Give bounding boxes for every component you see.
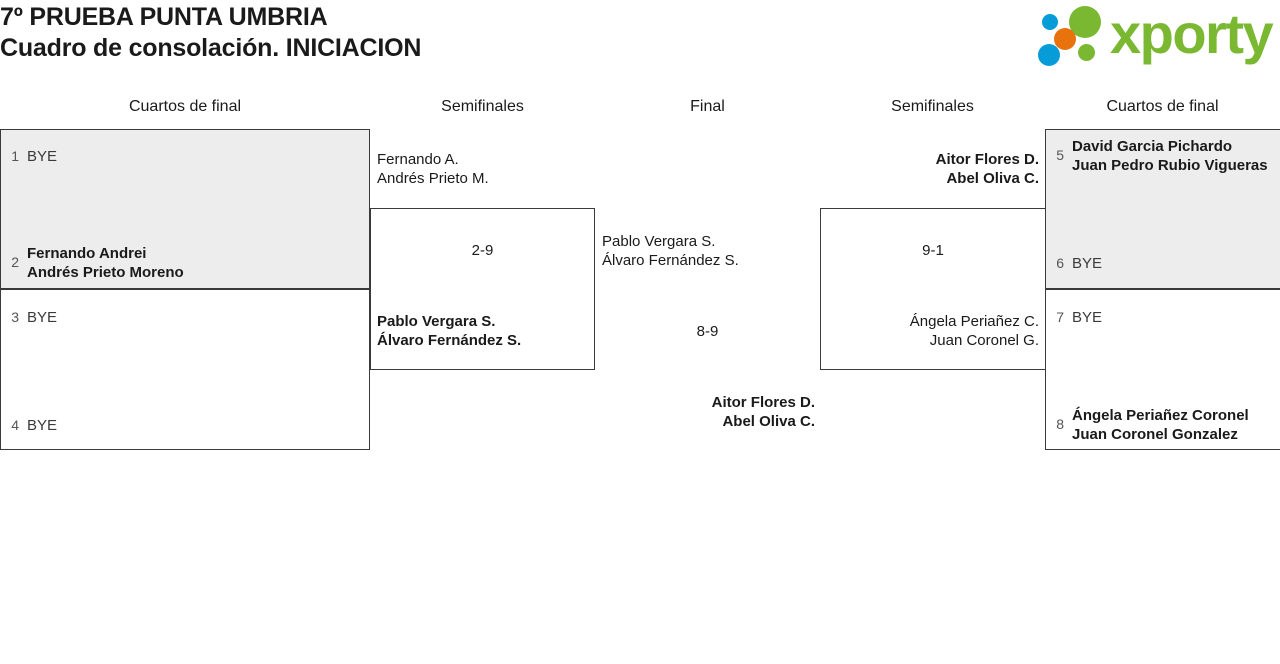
- final-left-entry[interactable]: Pablo Vergara S. Álvaro Fernández S.: [602, 232, 739, 270]
- seed-number: 1: [11, 148, 19, 164]
- player-names: Fernando Andrei Andrés Prieto Moreno: [27, 244, 184, 282]
- player-line-2: Andrés Prieto Moreno: [27, 264, 184, 281]
- seed-number: 8: [1056, 416, 1064, 432]
- right-quarter-slot-7[interactable]: 7 BYE: [1053, 308, 1102, 327]
- left-semifinal-box[interactable]: [370, 208, 595, 370]
- column-header-right-quarters: Cuartos de final: [1106, 98, 1219, 115]
- right-quarter-slot-8[interactable]: 8 Ángela Periañez Coronel Juan Coronel G…: [1053, 406, 1249, 444]
- right-semifinal-score: 9-1: [922, 242, 944, 259]
- player-names: BYE: [27, 308, 57, 327]
- page-header: 7º PRUEBA PUNTA UMBRIA Cuadro de consola…: [0, 0, 1280, 90]
- left-quarterfinal-box-top[interactable]: [0, 129, 370, 289]
- player-line-2: Juan Coronel Gonzalez: [1072, 426, 1238, 443]
- player-line-1: BYE: [1072, 309, 1103, 326]
- player-names: BYE: [1072, 254, 1102, 273]
- right-semifinal-top-entry[interactable]: Aitor Flores D. Abel Oliva C.: [820, 150, 1039, 188]
- player-names: BYE: [27, 416, 57, 435]
- xporty-logo: xporty: [1038, 2, 1274, 66]
- player-line-1: Fernando Andrei: [27, 245, 147, 262]
- player-names: Ángela Periañez Coronel Juan Coronel Gon…: [1072, 406, 1249, 444]
- left-semifinal-top-entry[interactable]: Fernando A. Andrés Prieto M.: [377, 150, 489, 188]
- right-semifinal-bottom-entry[interactable]: Ángela Periañez C. Juan Coronel G.: [820, 312, 1039, 350]
- player-line-1: Pablo Vergara S.: [377, 313, 496, 330]
- player-line-1: Ángela Periañez Coronel: [1072, 407, 1249, 424]
- player-line-2: Abel Oliva C.: [722, 413, 815, 430]
- final-score: 8-9: [696, 323, 719, 340]
- logo-wordmark: xporty: [1110, 2, 1274, 65]
- player-line-1: Aitor Flores D.: [711, 394, 815, 411]
- player-names: BYE: [27, 147, 57, 166]
- seed-number: 3: [11, 309, 19, 325]
- seed-number: 7: [1056, 309, 1064, 325]
- player-line-1: Ángela Periañez C.: [909, 313, 1039, 330]
- player-line-2: Andrés Prieto M.: [377, 170, 489, 187]
- left-quarter-slot-3[interactable]: 3 BYE: [8, 308, 57, 327]
- player-names: BYE: [1072, 308, 1102, 327]
- column-header-right-semifinals: Semifinales: [891, 98, 974, 115]
- final-right-entry[interactable]: Aitor Flores D. Abel Oliva C.: [595, 393, 815, 431]
- right-semifinal-box[interactable]: [820, 208, 1046, 370]
- logo-dot-green-small: [1078, 44, 1095, 61]
- left-semifinal-score: 2-9: [471, 242, 494, 259]
- seed-number: 2: [11, 254, 19, 270]
- player-line-1: Pablo Vergara S.: [602, 233, 716, 250]
- column-header-left-semifinals: Semifinales: [441, 98, 524, 115]
- player-line-1: BYE: [1072, 255, 1103, 272]
- seed-number: 6: [1056, 255, 1064, 271]
- right-quarterfinal-box-top[interactable]: [1045, 129, 1280, 289]
- player-line-2: Abel Oliva C.: [946, 170, 1039, 187]
- player-names: David Garcia Pichardo Juan Pedro Rubio V…: [1072, 137, 1268, 175]
- logo-dot-orange: [1054, 28, 1076, 50]
- left-quarter-slot-4[interactable]: 4 BYE: [8, 416, 57, 435]
- logo-dots-icon: [1038, 4, 1110, 66]
- player-line-2: Álvaro Fernández S.: [602, 252, 739, 269]
- seed-number: 4: [11, 417, 19, 433]
- right-quarterfinal-box-bottom[interactable]: [1045, 289, 1280, 450]
- left-quarterfinal-box-bottom[interactable]: [0, 289, 370, 450]
- player-line-1: BYE: [27, 148, 58, 165]
- title-line-1: 7º PRUEBA PUNTA UMBRIA: [0, 3, 328, 31]
- left-quarter-slot-2[interactable]: 2 Fernando Andrei Andrés Prieto Moreno: [8, 244, 184, 282]
- player-line-1: Fernando A.: [377, 151, 459, 168]
- logo-dot-blue-bottom: [1038, 44, 1060, 66]
- left-semifinal-bottom-entry[interactable]: Pablo Vergara S. Álvaro Fernández S.: [377, 312, 521, 350]
- column-header-final: Final: [690, 98, 725, 115]
- player-line-1: BYE: [27, 417, 58, 434]
- player-line-2: Juan Pedro Rubio Vigueras: [1072, 157, 1268, 174]
- title-line-2: Cuadro de consolación. INICIACION: [0, 34, 422, 62]
- right-quarter-slot-6[interactable]: 6 BYE: [1053, 254, 1102, 273]
- player-line-1: BYE: [27, 309, 58, 326]
- logo-dot-blue-top: [1042, 14, 1058, 30]
- page-title: 7º PRUEBA PUNTA UMBRIA Cuadro de consola…: [0, 2, 421, 64]
- seed-number: 5: [1056, 147, 1064, 163]
- player-line-1: Aitor Flores D.: [935, 151, 1039, 168]
- player-line-1: David Garcia Pichardo: [1072, 138, 1233, 155]
- column-header-left-quarters: Cuartos de final: [128, 98, 242, 115]
- left-quarter-slot-1[interactable]: 1 BYE: [8, 147, 57, 166]
- right-quarter-slot-5[interactable]: 5 David Garcia Pichardo Juan Pedro Rubio…: [1053, 137, 1268, 175]
- player-line-2: Álvaro Fernández S.: [377, 332, 522, 349]
- player-line-2: Juan Coronel G.: [929, 332, 1039, 349]
